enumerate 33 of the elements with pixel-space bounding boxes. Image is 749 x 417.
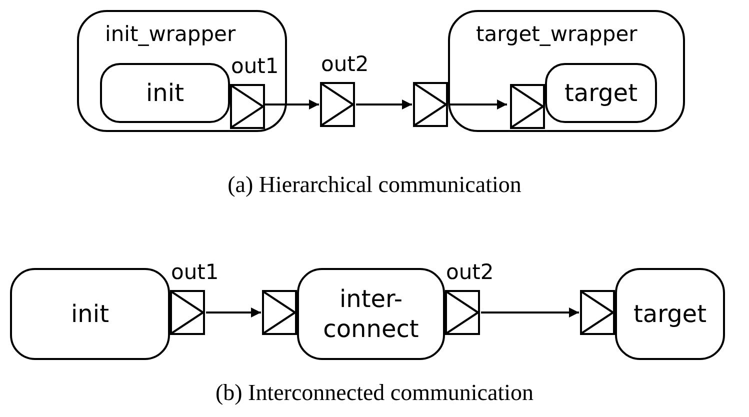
arrow bbox=[481, 308, 579, 318]
module-box bbox=[297, 268, 445, 360]
arrow bbox=[206, 308, 261, 318]
port-box bbox=[510, 84, 545, 129]
module-label: init bbox=[70, 299, 110, 329]
port-box bbox=[230, 84, 265, 129]
module-box bbox=[615, 268, 725, 360]
wrapper-box bbox=[77, 10, 287, 132]
module-label: target bbox=[564, 78, 638, 108]
wrapper-label: target_wrapper bbox=[476, 24, 638, 45]
arrow bbox=[449, 100, 507, 110]
port-box bbox=[413, 82, 448, 127]
arrow bbox=[264, 100, 319, 110]
module-label: inter- connect bbox=[322, 284, 420, 344]
arrow bbox=[356, 100, 412, 110]
port-box bbox=[262, 290, 297, 335]
port-label: out2 bbox=[321, 54, 369, 75]
port-label: out1 bbox=[171, 262, 219, 283]
wrapper-box bbox=[448, 10, 685, 132]
module-box bbox=[100, 63, 230, 123]
caption: (b) Interconnected communication bbox=[214, 381, 535, 404]
port-box bbox=[170, 290, 205, 335]
module-box bbox=[10, 268, 170, 360]
module-label: target bbox=[632, 299, 708, 329]
port-box bbox=[320, 82, 355, 127]
module-box bbox=[545, 63, 657, 123]
port-box bbox=[445, 290, 480, 335]
port-box bbox=[580, 290, 615, 335]
port-label: out2 bbox=[446, 262, 494, 283]
module-label: init bbox=[145, 78, 185, 108]
caption: (a) Hierarchical communication bbox=[226, 173, 522, 196]
wrapper-label: init_wrapper bbox=[105, 24, 236, 45]
port-label: out1 bbox=[231, 56, 279, 77]
